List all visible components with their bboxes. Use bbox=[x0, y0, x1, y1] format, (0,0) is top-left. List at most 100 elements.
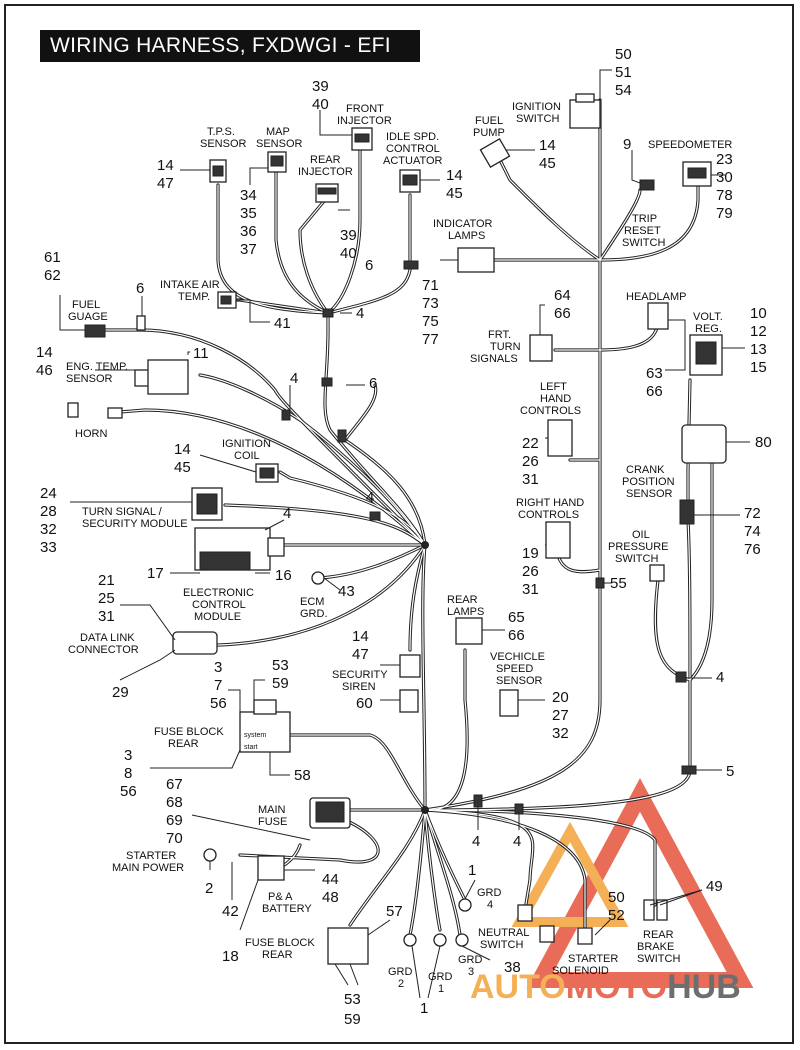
callout-34: 34 bbox=[240, 187, 257, 204]
callout-67: 67 bbox=[166, 776, 183, 793]
callout-4-b: 4 bbox=[290, 370, 298, 387]
label-fuel-guage-2: GUAGE bbox=[68, 311, 108, 323]
callout-14-eng: 14 bbox=[36, 344, 53, 361]
rear-brake-terminal-a bbox=[643, 899, 655, 921]
callout-14-coil: 14 bbox=[174, 441, 191, 458]
label-map-1: MAP bbox=[266, 126, 290, 138]
label-ecm-grd-2: GRD. bbox=[300, 608, 328, 620]
callout-74: 74 bbox=[744, 523, 761, 540]
callout-numbers: 61 62 6 14 47 34 35 36 37 39 40 39 40 14… bbox=[36, 46, 772, 1028]
callout-78: 78 bbox=[716, 187, 733, 204]
label-starter-2: MAIN POWER bbox=[112, 862, 184, 874]
label-grd1-2: 1 bbox=[438, 983, 444, 995]
label-trip-3: SWITCH bbox=[622, 237, 665, 249]
callout-62: 62 bbox=[44, 267, 61, 284]
label-siren-2: SIREN bbox=[342, 681, 376, 693]
label-fuse-bottom-1: FUSE BLOCK bbox=[245, 937, 315, 949]
label-trip-2: RESET bbox=[624, 225, 661, 237]
components bbox=[67, 93, 727, 965]
label-right-hand-1: RIGHT HAND bbox=[516, 497, 584, 509]
callout-32-vss: 32 bbox=[552, 725, 569, 742]
callout-66-head: 66 bbox=[646, 383, 663, 400]
callout-25: 25 bbox=[98, 590, 115, 607]
label-rear-lamps-2: LAMPS bbox=[447, 606, 484, 618]
callout-14-pump: 14 bbox=[539, 137, 556, 154]
wire-inner-34 bbox=[424, 809, 534, 911]
label-fuse-bottom-2: REAR bbox=[262, 949, 293, 961]
callout-28: 28 bbox=[40, 503, 57, 520]
label-brake-2: BRAKE bbox=[637, 941, 674, 953]
label-indicator-1: INDICATOR bbox=[433, 218, 493, 230]
callout-15: 15 bbox=[750, 359, 767, 376]
wire-inner-33 bbox=[424, 649, 468, 811]
watermark-logo: AUTOMOTOHUB bbox=[470, 778, 754, 1006]
siren-connector bbox=[399, 654, 421, 678]
callout-8: 8 bbox=[124, 765, 132, 782]
callout-44: 44 bbox=[322, 871, 339, 888]
wire-inner-1 bbox=[324, 329, 426, 546]
label-frt-turn-3: SIGNALS bbox=[470, 353, 518, 365]
wire-31 bbox=[653, 578, 692, 682]
callout-1-top: 1 bbox=[468, 862, 476, 879]
label-data-link-1: DATA LINK bbox=[80, 632, 135, 644]
label-grd3-1: GRD bbox=[458, 954, 483, 966]
label-battery-1: P& A bbox=[268, 891, 293, 903]
callout-66-rear: 66 bbox=[508, 627, 525, 644]
wire-inner-16 bbox=[327, 144, 361, 314]
label-ecm-grd-1: ECM bbox=[300, 596, 324, 608]
callout-46: 46 bbox=[36, 362, 53, 379]
front-turn-connector bbox=[529, 334, 553, 362]
callout-53-top: 53 bbox=[272, 657, 289, 674]
callout-4-c: 4 bbox=[283, 505, 291, 522]
watermark-hub: HUB bbox=[667, 968, 741, 1006]
label-right-hand-2: CONTROLS bbox=[518, 509, 579, 521]
callout-47-tps: 47 bbox=[157, 175, 174, 192]
watermark-triangle-inner bbox=[511, 821, 629, 927]
wire-inner-10 bbox=[104, 329, 426, 546]
label-oil-2: PRESSURE bbox=[608, 541, 669, 553]
callout-52: 52 bbox=[608, 907, 625, 924]
horn-terminal bbox=[67, 402, 79, 418]
callout-37: 37 bbox=[240, 241, 257, 258]
label-headlamp: HEADLAMP bbox=[626, 291, 687, 303]
callout-45-pump: 45 bbox=[539, 155, 556, 172]
diagram-title: WIRING HARNESS, FXDWGI - EFI bbox=[40, 30, 420, 62]
callout-3-bottom: 3 bbox=[124, 747, 132, 764]
label-solenoid-1: STARTER bbox=[568, 953, 618, 965]
label-tps-1: T.P.S. bbox=[207, 126, 235, 138]
wire-inner-15 bbox=[299, 199, 329, 314]
diagram-border bbox=[4, 4, 794, 1044]
label-data-link-2: CONNECTOR bbox=[68, 644, 139, 656]
label-horn: HORN bbox=[75, 428, 107, 440]
callout-39-rear: 39 bbox=[340, 227, 357, 244]
callout-4-d: 4 bbox=[366, 489, 374, 506]
label-grd2-2: 2 bbox=[398, 978, 404, 990]
neutral-switch-connector bbox=[517, 904, 533, 922]
callout-32-turn: 32 bbox=[40, 521, 57, 538]
callout-6-idle: 6 bbox=[365, 257, 373, 274]
wire-inner-38 bbox=[289, 734, 426, 811]
callout-26-right: 26 bbox=[522, 563, 539, 580]
wire-inner-41 bbox=[409, 809, 426, 936]
label-volt-reg-2: REG. bbox=[695, 323, 722, 335]
callout-6-fuel: 6 bbox=[136, 280, 144, 297]
label-grd4-2: 4 bbox=[487, 899, 493, 911]
wire-inner-44 bbox=[239, 819, 379, 863]
ground-1-terminal bbox=[433, 933, 447, 947]
callout-7: 7 bbox=[214, 677, 222, 694]
fuel-gauge-connector bbox=[84, 324, 106, 338]
callout-69: 69 bbox=[166, 812, 183, 829]
label-eng-temp-2: SENSOR bbox=[66, 373, 113, 385]
wire-inner-31 bbox=[654, 579, 691, 681]
label-map-2: SENSOR bbox=[256, 138, 303, 150]
watermark-moto: MOTO bbox=[566, 968, 667, 1006]
main-junction-node bbox=[421, 541, 429, 549]
label-ign-coil-2: COIL bbox=[234, 450, 260, 462]
label-tps-2: SENSOR bbox=[200, 138, 247, 150]
label-indicator-2: LAMPS bbox=[448, 230, 485, 242]
fuse-block-rear-bottom bbox=[327, 927, 369, 965]
ground-2-terminal bbox=[403, 933, 417, 947]
callout-42: 42 bbox=[222, 903, 239, 920]
callout-4-f: 4 bbox=[472, 833, 480, 850]
label-fuse-top-2: REAR bbox=[168, 738, 199, 750]
